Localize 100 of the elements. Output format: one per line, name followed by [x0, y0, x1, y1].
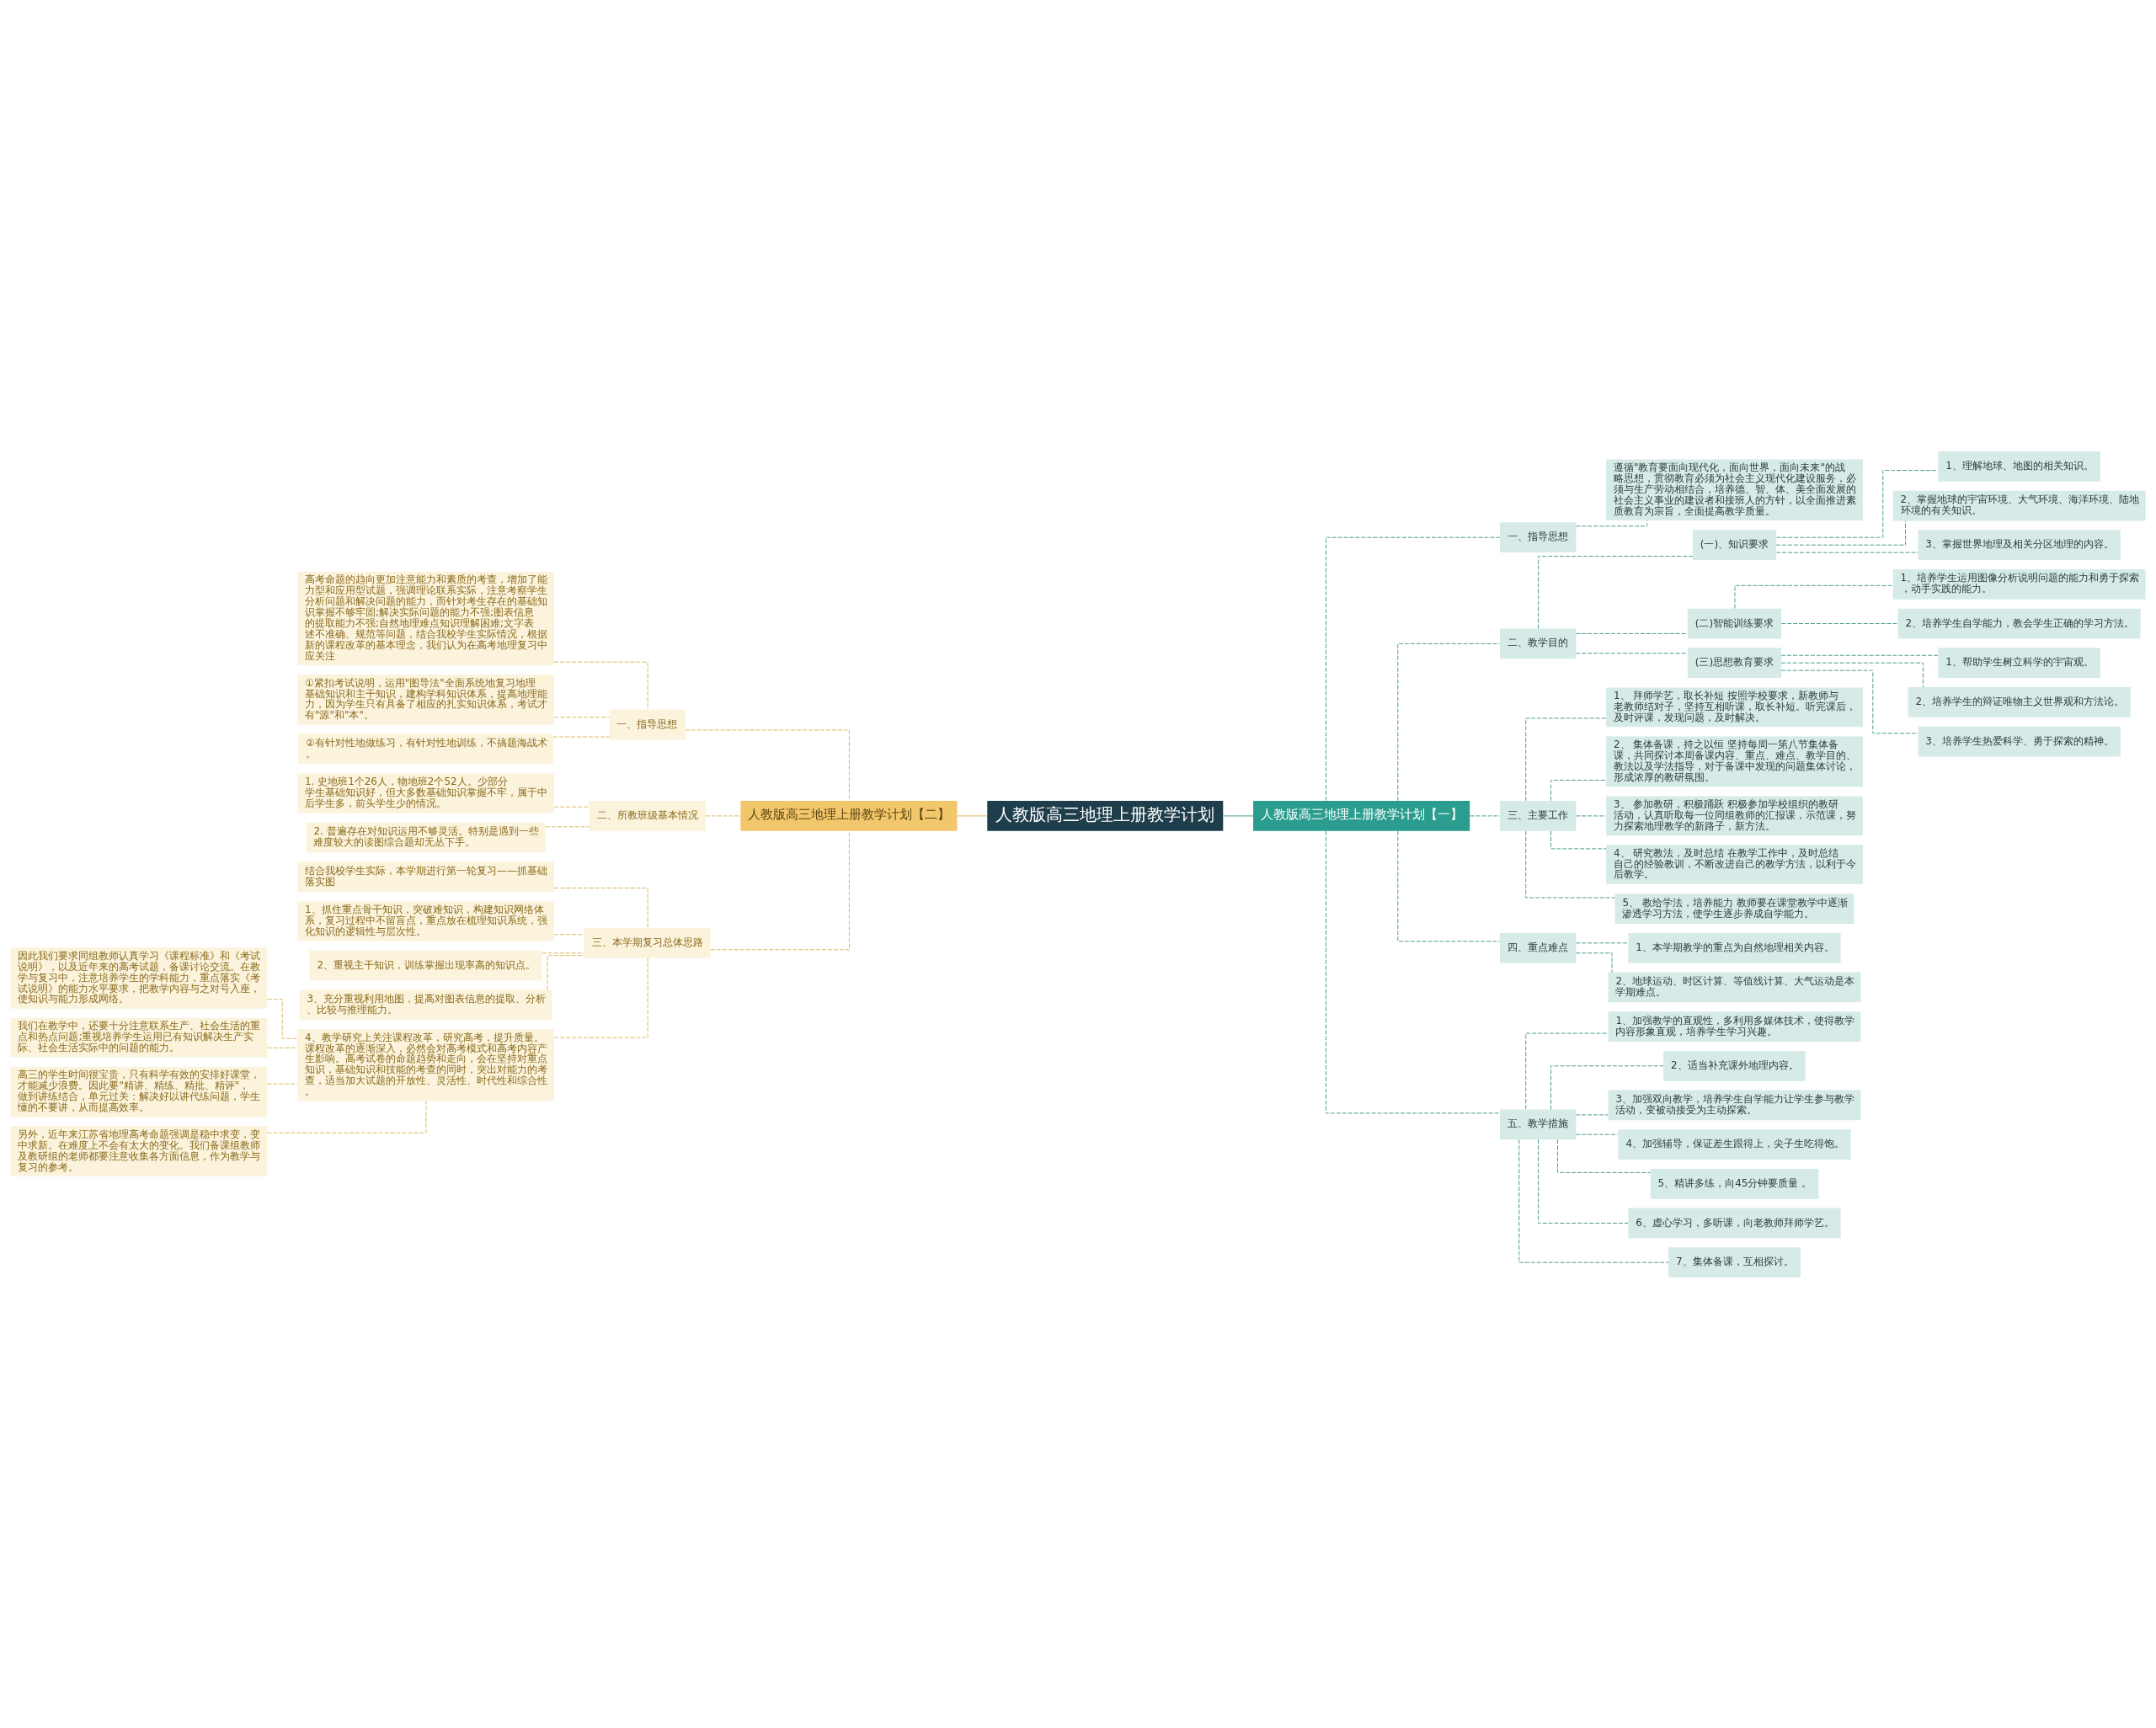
node-box: 因此我们要求同组教师认真学习《课程标准》和《考试说明》，以及近年来的高考试题，备课讨论交流。在教学与复习中，注意培养学生的学科能力，重点落实《考试说明》的能力水平要求，把教学内容与之对号入座，使知识与能力形成网络。	[10, 947, 268, 1009]
node-box: 2、重视主干知识，训练掌握出现率高的知识点。	[309, 950, 542, 980]
node-box: 3、培养学生热爱科学、勇于探索的精神。	[1918, 726, 2121, 756]
connector	[1575, 1133, 1619, 1135]
node-box: 2、培养学生自学能力，教会学生正确的学习方法。	[1897, 608, 2141, 638]
node-box: 二、教学目的	[1499, 628, 1577, 659]
connector	[1325, 829, 1501, 1113]
node-box: 4、加强辅导，保证差生跟得上，尖子生吃得饱。	[1618, 1128, 1851, 1160]
node-box: 一、指导思想	[609, 709, 686, 740]
connector	[542, 952, 584, 953]
node-box: 2、掌握地球的宇宙环境、大气环境、海洋环境、陆地环境的有关知识。	[1892, 490, 2146, 520]
connector	[1775, 552, 1919, 553]
node-box: 一、指导思想	[1499, 521, 1577, 552]
connector	[1780, 622, 1898, 624]
connector	[1575, 632, 1689, 634]
connector	[957, 814, 988, 816]
connector	[1780, 662, 1924, 687]
node-box: 高三的学生时间很宝贵，只有科学有效的安排好课堂，才能减少浪费。因此要"精讲、精练、精批、精评"，做到讲练结合，单元过关：解决好以讲代练问题，学生懂的不要讲，从而提高效率。	[10, 1066, 268, 1117]
node-box: ①紧扣考试说明，运用"图导法"全面系统地复习地理基础知识和主干知识，建构学科知识体系，提高地理能力，因为学生只有具备了相应的扎实知识体系，考试才有"源"和"本"。	[297, 674, 554, 725]
node-box: 7、集体备课，互相探讨。	[1668, 1246, 1801, 1277]
connector	[553, 661, 648, 710]
connector	[552, 736, 610, 738]
connector	[1575, 941, 1629, 943]
connector	[1775, 520, 1907, 546]
node-box: 3、加强双向教学，培养学生自学能力让学生参与教学活动，变被动接受为主动探索。	[1608, 1090, 1861, 1120]
node-box: 人教版高三地理上册教学计划	[987, 800, 1224, 831]
node-box: 5、 教给学法，培养能力 教师要在课堂教学中逐渐渗透学习方法，使学生逐步养成自学能力。	[1614, 893, 1854, 924]
connector	[705, 814, 741, 816]
connector	[553, 806, 590, 808]
connector	[1538, 1139, 1629, 1224]
connector	[1780, 654, 1939, 656]
node-box: 4、 研究教法，及时总结 在教学工作中，及时总结自己的经验教训，不断改进自己的教学方法，以利于今后教学。	[1606, 844, 1863, 884]
connector	[1550, 830, 1607, 849]
connector	[553, 933, 584, 935]
connector	[1550, 1064, 1664, 1110]
node-box: (三)思想教育要求	[1687, 647, 1782, 678]
node-box: 2. 普遍存在对知识运用不够灵活。特别是遇到一些难度较大的读图综合题却无丛下手。	[306, 822, 546, 853]
connector	[547, 954, 584, 990]
connector	[1518, 1139, 1669, 1263]
connector	[1397, 829, 1501, 941]
node-box: 2、地球运动、时区计算、等值线计算、大气运动是本学期难点。	[1608, 972, 1861, 1002]
node-box: 另外，近年来江苏省地理高考命题强调是稳中求变，变中求新。在难度上不会有太大的变化。我们备课组教师及教研组的老师都要注意收集各方面信息，作为教学与复习的参考。	[10, 1125, 268, 1176]
connector	[553, 957, 648, 1038]
node-box: 我们在教学中，还要十分注意联系生产、社会生活的重点和热点问题;重视培养学生运用已有知识解决生产实际、社会生活实际中的问题的能力。	[10, 1017, 268, 1057]
node-box: 6、虚心学习，多听课，向老教师拜师学艺。	[1628, 1208, 1841, 1238]
connector	[1469, 814, 1501, 816]
connector	[1525, 717, 1607, 801]
connector	[1776, 469, 1939, 538]
node-box: 四、重点难点	[1499, 932, 1577, 963]
node-box: 1、帮助学生树立科学的宇宙观。	[1938, 647, 2100, 678]
node-box: 三、本学期复习总体思路	[584, 927, 711, 958]
node-box: 2、培养学生的辩证唯物主义世界观和方法论。	[1908, 686, 2131, 717]
connector	[1550, 779, 1607, 801]
connector	[1525, 830, 1615, 898]
connector	[1538, 555, 1694, 629]
connector	[1525, 1032, 1609, 1109]
node-box: 三、主要工作	[1499, 800, 1577, 831]
connector	[1325, 536, 1501, 801]
node-box: 3、 参加教研，积极踊跃 积极参加学校组织的教研活动，认真听取每一位同组教师的汇报课，示范课，努力探索地理教学的新路子，新方法。	[1606, 796, 1863, 835]
node-box: 1. 史地班1个26人，物地班2个52人。少部分学生基础知识好，但大多数基础知识掌握不牢，属于中后学生多，前头学生少的情况。	[297, 773, 554, 813]
connector	[1222, 814, 1254, 816]
node-box: 2、适当补充课外地理内容。	[1663, 1050, 1806, 1081]
node-box: 3、掌握世界地理及相关分区地理的内容。	[1918, 529, 2121, 560]
connector	[710, 829, 850, 950]
connector	[1556, 1139, 1651, 1173]
connector	[545, 825, 590, 827]
node-box: ②有针对性地做练习，有针对性地训练，不搞题海战术。	[298, 733, 553, 764]
node-box: 二、所教班级基本情况	[589, 800, 706, 831]
connector	[685, 728, 850, 801]
connector	[1734, 584, 1894, 609]
node-box: 结合我校学生实际，本学期进行第一轮复习——抓基础落实图	[297, 861, 554, 892]
node-box: 2、 集体备课，持之以恒 坚持每周一第八节集体备课，共同探讨本周备课内容、重点、难点、教学目的、教法以及学法指导，对于备课中发现的问题集体讨论，形成浓厚的教研氛围。	[1606, 736, 1863, 787]
node-box: 1、 拜师学艺，取长补短 按照学校要求，新教师与老教师结对子，坚持互相听课，取长补短。听完课后，及时评课，发现问题，及时解决。	[1606, 687, 1863, 727]
node-box: 1、加强教学的直观性，多利用多媒体技术，使得教学内容形象直观，培养学生学习兴趣。	[1608, 1011, 1861, 1042]
connector	[1780, 669, 1919, 733]
connector	[267, 1083, 298, 1085]
connector	[267, 1100, 427, 1133]
node-box: 1、培养学生运用图像分析说明问题的能力和勇于探索，动手实践的能力。	[1892, 568, 2146, 600]
connector	[267, 1047, 298, 1048]
connector	[553, 716, 610, 717]
node-box: 人教版高三地理上册教学计划【二】	[740, 800, 958, 831]
node-box: 1、本学期教学的重点为自然地理相关内容。	[1628, 932, 1841, 963]
connector	[1575, 520, 1648, 526]
node-box: 高考命题的趋向更加注意能力和素质的考查，增加了能力型和应用型试题，强调理论联系实际，注意考察学生分析问题和解决问题的能力，而针对考生存在的基础知识掌握不够牢固;解决实际问题的能力不强;图表信息的提取能力不强;自然地理难点知识理解困难;文字表述不准确、规范等问题，结合我校学生实际情况，根据新的课程改革的基本理念，我们认为在高考地理复习中应关注	[297, 571, 554, 665]
node-box: 人教版高三地理上册教学计划【一】	[1253, 800, 1470, 831]
node-box: 1、理解地球、地图的相关知识。	[1938, 451, 2100, 482]
node-box: 1、抓住重点骨干知识，突破难知识，构建知识网络体系，复习过程中不留盲点，重点放在梳理知识系统，强化知识的逻辑性与层次性。	[297, 901, 554, 941]
connector	[1397, 643, 1501, 801]
connector	[553, 887, 648, 928]
node-box: 5、精讲多练，向45分钟要质量 。	[1650, 1168, 1819, 1199]
node-box: (二)智能训练要求	[1687, 608, 1782, 638]
connector	[1575, 652, 1689, 653]
connector	[1575, 952, 1613, 973]
node-box: (一)、知识要求	[1692, 529, 1777, 560]
node-box: 五、教学措施	[1499, 1108, 1577, 1139]
node-box: 4、教学研究上关注课程改革，研究高考，提升质量。课程改革的逐渐深入，必然会对高考模式和高考内容产生影响。高考试卷的命题趋势和走向，会在坚持对重点知识，基础知识和技能的考查的同时，突出对能力的考查，适当加大试题的开放性、灵活性、时代性和综合性。	[297, 1028, 554, 1101]
node-box: 3、充分重视利用地图，提高对图表信息的提取、分析、比较与推理能力。	[299, 989, 552, 1020]
connector	[1575, 1113, 1609, 1115]
connector	[1575, 814, 1607, 816]
node-box: 遵循"教育要面向现代化，面向世界，面向未来"的战略思想，贯彻教育必须为社会主义现代化建设服务，必须与生产劳动相结合，培养德、智、体、美全面发展的社会主义事业的建设者和接班人的方针，以全面推进素质教育为宗旨，全面提高教学质量。	[1606, 458, 1863, 520]
